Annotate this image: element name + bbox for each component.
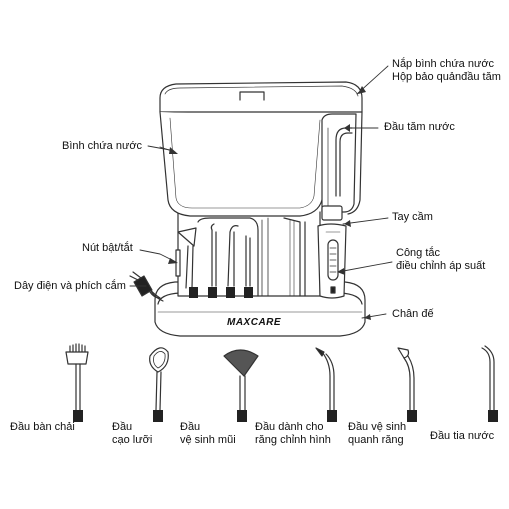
tip-nasal-label-line1: Đầu xyxy=(180,421,201,433)
stored-tips xyxy=(177,223,253,298)
reservoir-label: Bình chứa nước xyxy=(62,140,143,152)
handle-unit xyxy=(317,205,347,299)
lid-label-line1: Nắp bình chứa nước xyxy=(392,58,495,70)
lid-label-line2: Hộp bảo quảnđầu tăm xyxy=(392,71,501,83)
tip-perio-label: Đầu vệ sinh quanh răng xyxy=(348,421,406,447)
pressure-switch-line1: Công tắc xyxy=(396,247,441,259)
tip-nasal-label: Đầu vệ sinh mũi xyxy=(180,421,236,447)
tip-ortho-label-line1: Đầu dành cho xyxy=(255,421,324,433)
tip-brush xyxy=(65,343,89,422)
tip-ortho xyxy=(315,347,337,422)
power-button-label: Nút bật/tắt xyxy=(82,242,133,254)
lid-label: Nắp bình chứa nước Hộp bảo quảnđầu tăm xyxy=(392,58,501,84)
cord-plug xyxy=(129,271,164,302)
pressure-switch-label: Công tắc điều chỉnh áp suất xyxy=(396,247,485,273)
tip-nasal-label-line2: vệ sinh mũi xyxy=(180,434,236,446)
tip-brush-label-line1: Đầu bàn chải xyxy=(10,421,75,433)
tip-jet-label: Đầu tia nước xyxy=(430,430,494,443)
tip-perio-label-line1: Đầu vệ sinh xyxy=(348,421,407,433)
tip-brush-label: Đầu bàn chải xyxy=(10,421,75,434)
tip-tongue-label: Đầu cạo lưỡi xyxy=(112,421,152,447)
leader-arrows xyxy=(168,86,371,320)
tip-perio-label-line2: quanh răng xyxy=(348,434,404,446)
brand-logo: MAXCARE xyxy=(227,317,282,328)
tip-tongue xyxy=(149,347,169,422)
tip-perio xyxy=(397,347,417,422)
pressure-switch-line2: điều chỉnh áp suất xyxy=(396,260,486,272)
tip-nasal xyxy=(223,349,259,422)
tip-jet-label-line1: Đầu tia nước xyxy=(430,430,495,442)
tip-tongue-label-line1: Đầu xyxy=(112,421,133,433)
jet-tip-label: Đầu tăm nước xyxy=(384,121,455,133)
reservoir-tank xyxy=(159,81,363,217)
tip-tongue-label-line2: cạo lưỡi xyxy=(112,434,153,446)
tip-ortho-label-line2: răng chỉnh hình xyxy=(255,434,331,446)
handle-label: Tay cầm xyxy=(392,211,433,223)
base-label: Chân đế xyxy=(392,308,434,320)
body-unit xyxy=(177,211,321,297)
tip-ortho-label: Đầu dành cho răng chỉnh hình xyxy=(255,421,331,447)
cord-plug-label: Dây điện và phích cắm xyxy=(14,280,126,292)
tip-jet xyxy=(481,345,498,422)
